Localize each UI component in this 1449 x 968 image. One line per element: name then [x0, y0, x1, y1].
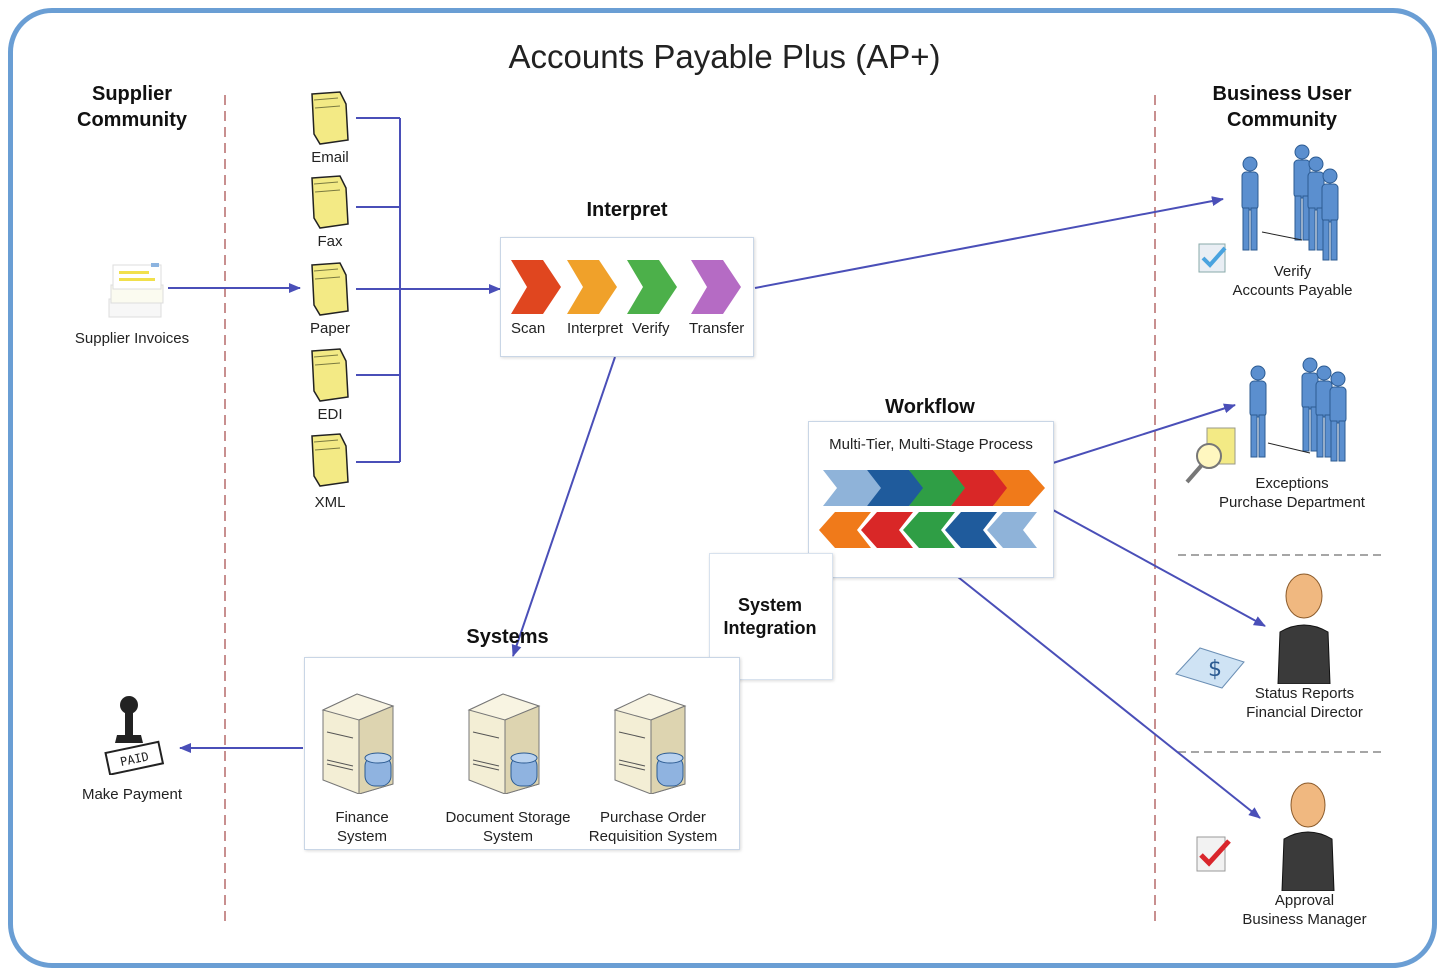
workflow-row-2 — [819, 512, 1037, 548]
channel-paper: Paper — [300, 259, 360, 339]
system-integration-label: System Integration — [723, 595, 817, 638]
workflow-chevrons — [819, 470, 1045, 548]
verify-label: Verify Accounts Payable — [1232, 263, 1353, 299]
server-icon — [321, 693, 395, 795]
status-reports-label: Status Reports Financial Director — [1246, 685, 1363, 721]
document-icon — [311, 175, 349, 229]
exceptions-label: Exceptions Purchase Department — [1219, 475, 1365, 511]
verify-people-icon — [1232, 140, 1372, 262]
server-icon — [467, 693, 541, 795]
workflow-heading: Workflow — [885, 396, 975, 418]
interpret-heading: Interpret — [586, 199, 668, 221]
workflow-row-1 — [823, 470, 1045, 506]
step-scan-label: Scan — [511, 320, 546, 337]
chevron-scan — [511, 260, 561, 314]
invoice-stack-icon — [105, 255, 167, 321]
business-manager-person-icon — [1272, 779, 1344, 892]
channel-xml: XML — [300, 430, 360, 511]
connector-layer — [168, 95, 1382, 925]
systems-heading: Systems — [466, 626, 549, 648]
channel-edi: EDI — [300, 345, 360, 425]
interpret-box: Scan Interpret Verify Transfer — [500, 237, 754, 357]
workflow-box: Multi-Tier, Multi-Stage Process — [808, 421, 1054, 578]
document-storage-system: Document Storage System — [445, 676, 571, 846]
channel-email: Email — [300, 88, 360, 168]
supplier-community-heading: Supplier Community — [77, 83, 187, 131]
document-icon — [311, 262, 349, 316]
approval-label: Approval Business Manager — [1242, 892, 1367, 928]
chevron-verify — [627, 260, 677, 314]
make-payment-label: Make Payment — [81, 786, 183, 803]
checkmark-icon — [1197, 240, 1229, 274]
arrow-interpret-to-systems — [511, 356, 616, 657]
paid-stamp-icon: PAID — [95, 693, 175, 776]
supplier-invoices-label: Supplier Invoices — [74, 330, 190, 347]
server-icon — [613, 693, 687, 795]
step-transfer-label: Transfer — [689, 320, 745, 337]
purchase-order-system: Purchase Order Requisition System — [589, 676, 717, 846]
systems-box: Finance System Document Storage System — [304, 657, 740, 850]
workflow-subtitle: Multi-Tier, Multi-Stage Process — [829, 436, 1033, 453]
svg-text:$: $ — [1208, 657, 1222, 682]
document-icon — [311, 348, 349, 402]
exceptions-people-icon — [1240, 355, 1370, 467]
magnifier-icon — [1183, 426, 1241, 486]
step-verify-label: Verify — [632, 320, 670, 337]
arrow-workflow-to-approval — [957, 576, 1261, 819]
financial-report-icon: $ — [1172, 644, 1248, 690]
diagram-title: Accounts Payable Plus (AP+) — [508, 38, 941, 75]
finance-system: Finance System — [319, 676, 405, 846]
arrow-workflow-to-status — [1052, 509, 1266, 627]
arrow-workflow-to-exceptions — [1052, 403, 1236, 464]
document-icon — [311, 433, 349, 487]
step-interpret-label: Interpret — [567, 320, 623, 337]
financial-director-person-icon — [1268, 572, 1340, 685]
interpret-chevrons — [511, 260, 741, 314]
arrow-interpret-to-verify — [754, 196, 1224, 289]
business-user-heading: Business User Community — [1212, 83, 1352, 131]
chevron-interpret — [567, 260, 617, 314]
channel-fax: Fax — [300, 172, 360, 252]
chevron-transfer — [691, 260, 741, 314]
document-icon — [311, 91, 349, 145]
svg-text:PAID: PAID — [119, 749, 150, 769]
approval-check-icon — [1195, 833, 1233, 875]
